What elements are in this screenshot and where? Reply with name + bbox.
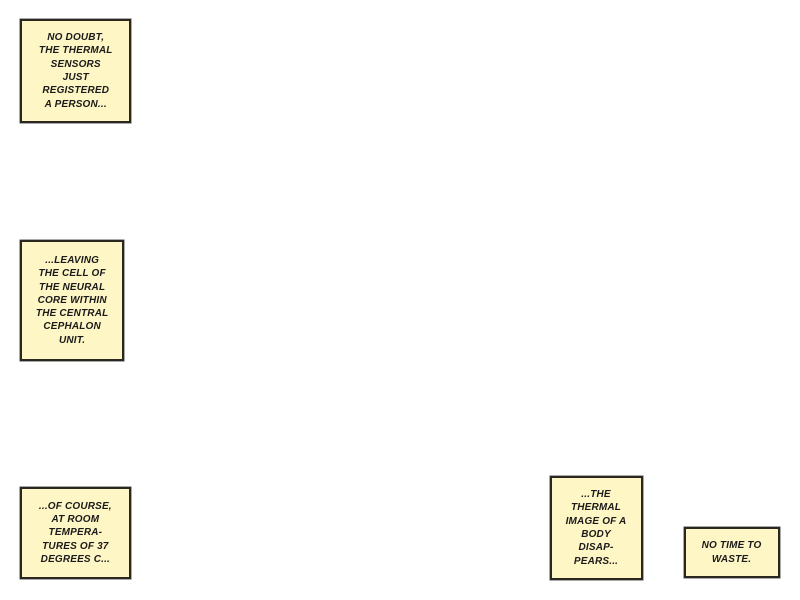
caption-text: ...leaving the cell of the neural core w… [35,253,109,346]
caption-box: ...leaving the cell of the neural core w… [20,240,124,361]
caption-box: No doubt, the thermal sensors just regis… [20,19,131,123]
caption-text: No doubt, the thermal sensors just regis… [38,31,113,110]
caption-box: No time to waste. [684,527,780,578]
caption-box: ...the thermal image of a body disap- pe… [550,476,643,580]
caption-text: ...the thermal image of a body disap- pe… [566,488,627,567]
caption-text: No time to waste. [702,539,762,565]
caption-box: ...of course, at room tempera- tures of … [20,487,131,579]
caption-text: ...of course, at room tempera- tures of … [39,499,112,565]
